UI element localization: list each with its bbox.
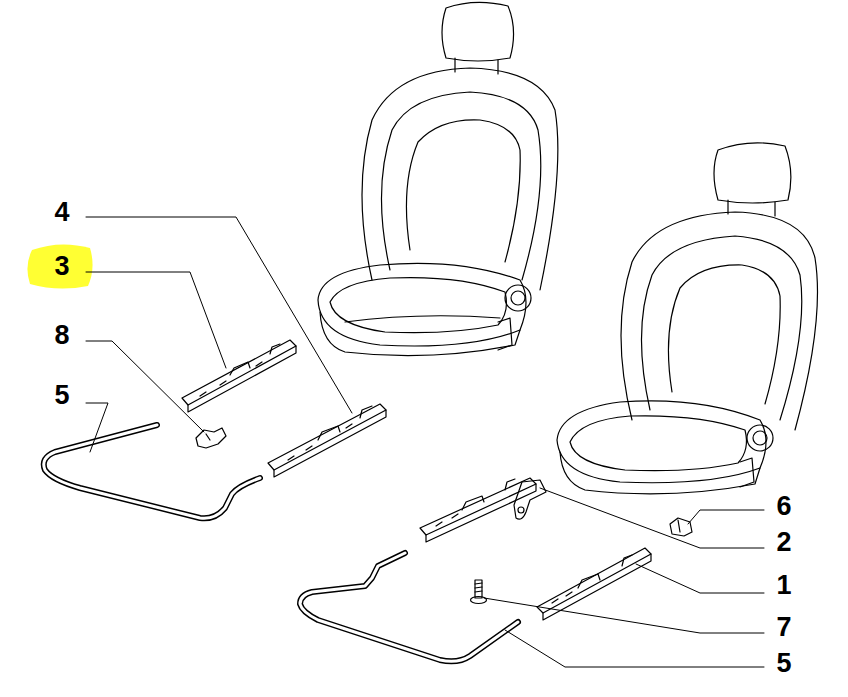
seat-outline [318,2,558,355]
seat-rail [268,404,386,477]
callout-number: 8 [54,322,69,349]
leader-line [86,217,764,667]
seat-rail [182,340,296,412]
clip-part [670,518,692,536]
wire-bar [44,425,260,518]
highlight-mark [27,244,92,288]
clip-part [196,428,226,448]
callout-number: 2 [776,529,791,556]
wire-bar [300,553,518,661]
callout-number: 3 [54,253,69,280]
callout-number: 1 [776,572,791,599]
callout-number: 5 [54,382,69,409]
callout-number: 4 [54,199,69,226]
seat-outline [557,143,818,494]
callout-number: 7 [776,614,791,641]
callout-number: 5 [776,650,791,677]
bolt-part [471,580,487,604]
seat-rail [420,478,546,542]
callout-number: 6 [776,493,791,520]
